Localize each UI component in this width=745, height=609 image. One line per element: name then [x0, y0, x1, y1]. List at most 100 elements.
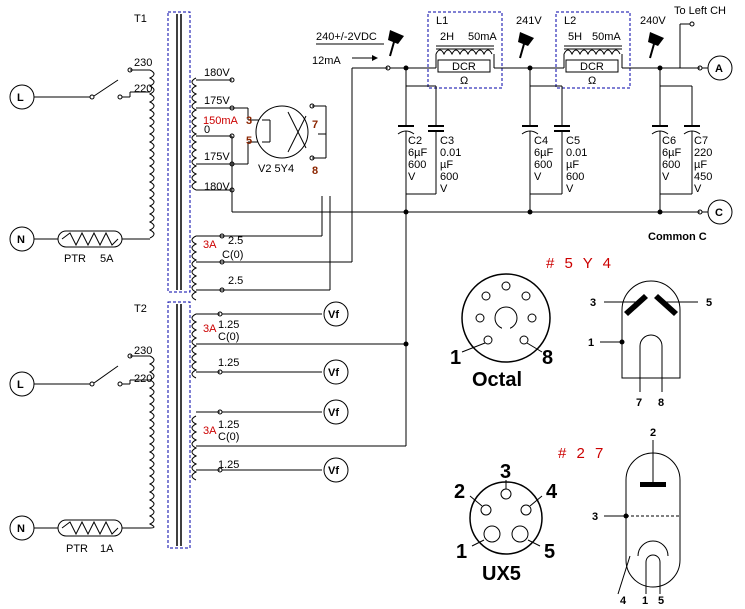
ux5-pin-5: 5: [544, 541, 555, 563]
vf-label-3: Vf: [328, 407, 339, 419]
t2-label: T2: [134, 303, 147, 315]
capacitor-bank: C2 6µF 600 V C3 0.01 µF 600 V C4 6µF 600…: [397, 68, 712, 215]
t2-a-tap-bot: 1.25: [218, 357, 239, 369]
t1-sec-180-bot: 180V: [204, 181, 230, 193]
27-pin-3: 3: [592, 511, 598, 523]
vf-terminal-4: [323, 457, 349, 483]
l1-dcr: DCR: [452, 61, 476, 73]
tube-5y4-header: # 5 Y 4: [546, 255, 614, 272]
c7-l2: µF: [694, 159, 707, 171]
filter-chain: 240+/-2VDC 12mA L1 2H 50mA DCR Ω 241V: [312, 5, 733, 243]
common-c-label: Common C: [648, 231, 707, 243]
t1-label: T1: [134, 13, 147, 25]
5y4-pin-1: 1: [588, 337, 594, 349]
vf-label-2: Vf: [328, 367, 339, 379]
terminal-c: [707, 199, 733, 225]
t1-sec-0: 0: [204, 124, 210, 136]
ux5-pin-4: 4: [546, 481, 558, 503]
t1-primary-circuit: L N 230 220 PTR 5A: [9, 57, 155, 265]
t2-b-tap-ct: C(0): [218, 431, 239, 443]
switch-2: [93, 365, 119, 384]
t1-sec-175-bot: 175V: [204, 151, 230, 163]
l1-ohm: Ω: [460, 75, 468, 87]
c5-l2: µF: [566, 159, 579, 171]
t2-a-tap-top: 1.25: [218, 319, 239, 331]
tube-27-envelope: [625, 452, 681, 588]
c5-l3: 600: [566, 171, 584, 183]
terminal-c-label: C: [715, 207, 723, 219]
t1-heater-current: 3A: [203, 239, 217, 251]
c4-l2: 600: [534, 159, 552, 171]
c5-l1: 0.01: [566, 147, 587, 159]
c2-l1: 6µF: [408, 147, 427, 159]
t1-core: T1: [134, 11, 191, 293]
t1-heater-tap-top: 2.5: [228, 235, 243, 247]
l2-current: 50mA: [592, 31, 621, 43]
ux5-pin-1: 1: [456, 541, 467, 563]
t2-core: T2: [134, 301, 191, 549]
probe3-icon: [648, 32, 664, 59]
tube-27-header: # 2 7: [558, 445, 606, 462]
t2-b-tap-bot: 1.25: [218, 459, 239, 471]
t1-tap-230: 230: [134, 57, 152, 69]
to-left-ch: To Left CH: [674, 5, 726, 17]
c7-l1: 220: [694, 147, 712, 159]
t2-tap-220: 220: [134, 373, 152, 385]
probe2-label: 241V: [516, 15, 542, 27]
vf-terminal-1: [323, 301, 349, 327]
rect-pin-5: 5: [246, 135, 252, 147]
t2-tap-230: 230: [134, 345, 152, 357]
ptr2-rating: 1A: [100, 543, 114, 555]
t2-primary-circuit: L N 230 220 PTR 1A: [9, 345, 155, 555]
vf-terminal-3: [323, 399, 349, 425]
c4-name: C4: [534, 135, 548, 147]
c2-name: C2: [408, 135, 422, 147]
c4-l3: V: [534, 171, 542, 183]
c2-l2: 600: [408, 159, 426, 171]
5y4-pin-3: 3: [590, 297, 596, 309]
t1-tap-220: 220: [134, 83, 152, 95]
t1-heater-tap-bot: 2.5: [228, 275, 243, 287]
octal-pin-1: 1: [450, 347, 461, 369]
27-pin-2: 2: [650, 427, 656, 439]
ptr2-name: PTR: [66, 543, 88, 555]
ptr1-name: PTR: [64, 253, 86, 265]
probe3-label: 240V: [640, 15, 666, 27]
probe1-icon: [388, 30, 404, 57]
c7-name: C7: [694, 135, 708, 147]
27-pin-1: 1: [642, 595, 648, 607]
vf-label-1: Vf: [328, 309, 339, 321]
probe1-label: 240+/-2VDC: [316, 31, 377, 43]
rect-label: V2 5Y4: [258, 163, 294, 175]
rect-pin-3: 3: [246, 115, 252, 127]
probe2-icon: [518, 32, 534, 59]
octal-pin-8: 8: [542, 347, 553, 369]
c6-l3: V: [662, 171, 670, 183]
ux5-label: UX5: [482, 563, 521, 585]
tube-27-pinout: # 2 7 3 2 4 1 5 UX5 2 3 4 1 5: [454, 427, 681, 607]
l2-name: L2: [564, 15, 576, 27]
current-label: 12mA: [312, 55, 341, 67]
c3-l4: V: [440, 183, 448, 195]
rect-pin-8: 8: [312, 165, 318, 177]
l1-inductance: 2H: [440, 31, 454, 43]
switch-1: [93, 79, 119, 97]
ux5-pin-3: 3: [500, 461, 511, 483]
c7-l4: V: [694, 183, 702, 195]
c6-name: C6: [662, 135, 676, 147]
t1-current-label: 150mA: [203, 115, 239, 127]
c7-l3: 450: [694, 171, 712, 183]
c3-name: C3: [440, 135, 454, 147]
octal-label: Octal: [472, 369, 522, 391]
l1-current: 50mA: [468, 31, 497, 43]
27-pin-4: 4: [620, 595, 627, 607]
live-label-2: L: [17, 379, 24, 391]
neutral-label-1: N: [17, 234, 25, 246]
rect-pin-7: 7: [312, 119, 318, 131]
t2-secondary: 3A 1.25 C(0) 1.25 Vf Vf 3A 1.25 C(0) 1.2…: [191, 212, 409, 483]
rectifier-5y4: 3 5 7 8 V2 5Y4: [222, 67, 700, 291]
t2-b-current: 3A: [203, 425, 217, 437]
t1-primary-coil: [148, 69, 155, 239]
t2-primary-coil: [148, 355, 155, 529]
